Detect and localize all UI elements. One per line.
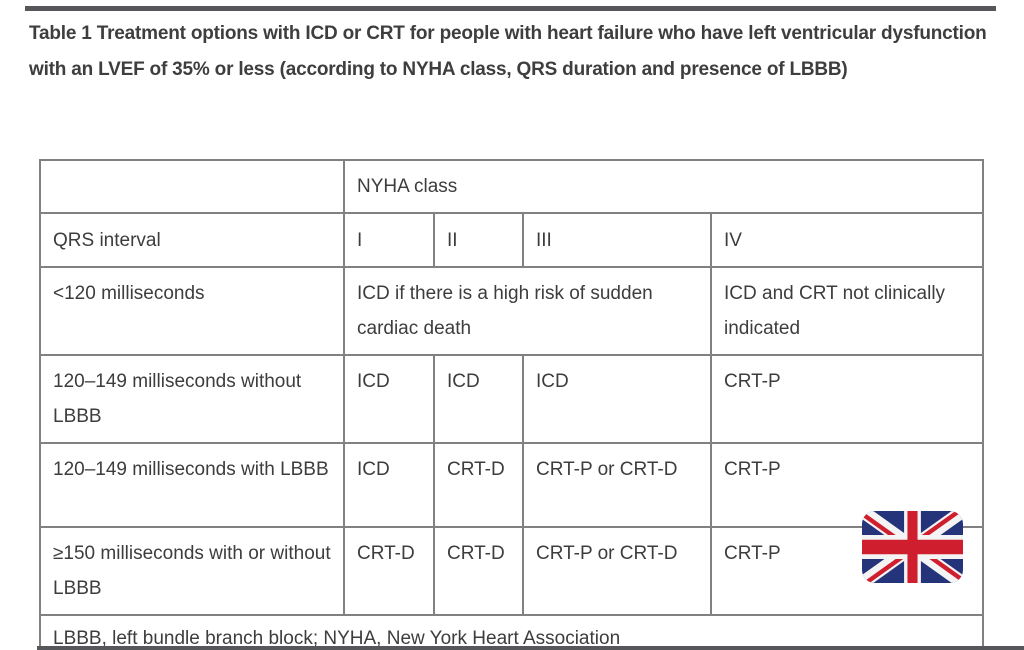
table-row-class-header: QRS interval I II III IV <box>39 212 984 268</box>
table-row-lt120: <120 milliseconds ICD if there is a high… <box>39 266 984 356</box>
cell-120-149-no-lbbb-iv: CRT-P <box>710 354 984 444</box>
top-rule-bar <box>25 6 996 11</box>
nyha-class-ii-header: II <box>433 212 524 268</box>
cell-120-149-no-lbbb-i: ICD <box>343 354 435 444</box>
qrs-interval-header: QRS interval <box>39 212 345 268</box>
table-row-ge150: ≥150 milliseconds with or without LBBB C… <box>39 526 984 616</box>
cell-120-149-no-lbbb-ii: ICD <box>433 354 524 444</box>
nyha-class-iii-header: III <box>522 212 712 268</box>
row-label-120-149-lbbb: 120–149 milliseconds with LBBB <box>39 442 345 528</box>
row-label-lt120: <120 milliseconds <box>39 266 345 356</box>
cell-120-149-lbbb-i: ICD <box>343 442 435 528</box>
table-row-nyha-header: NYHA class <box>39 159 984 214</box>
table-row-120-149-lbbb: 120–149 milliseconds with LBBB ICD CRT-D… <box>39 442 984 528</box>
row-label-ge150: ≥150 milliseconds with or without LBBB <box>39 526 345 616</box>
table-row-120-149-no-lbbb: 120–149 milliseconds without LBBB ICD IC… <box>39 354 984 444</box>
table-row-footnote: LBBB, left bundle branch block; NYHA, Ne… <box>39 614 984 650</box>
table-title: Table 1 Treatment options with ICD or CR… <box>29 23 987 80</box>
treatment-options-table: NYHA class QRS interval I II III IV <120… <box>39 159 984 650</box>
abbreviations-footnote: LBBB, left bundle branch block; NYHA, Ne… <box>39 614 984 650</box>
empty-corner-cell <box>39 159 345 214</box>
cell-120-149-lbbb-ii: CRT-D <box>433 442 524 528</box>
cell-120-149-lbbb-iii: CRT-P or CRT-D <box>522 442 712 528</box>
nyha-class-i-header: I <box>343 212 435 268</box>
cell-lt120-classes-i-iii: ICD if there is a high risk of sudden ca… <box>343 266 712 356</box>
cell-ge150-ii: CRT-D <box>433 526 524 616</box>
nyha-class-iv-header: IV <box>710 212 984 268</box>
row-label-120-149-no-lbbb: 120–149 milliseconds without LBBB <box>39 354 345 444</box>
cell-ge150-i: CRT-D <box>343 526 435 616</box>
cell-120-149-no-lbbb-iii: ICD <box>522 354 712 444</box>
cell-lt120-class-iv: ICD and CRT not clinically indicated <box>710 266 984 356</box>
nyha-class-group-header: NYHA class <box>343 159 984 214</box>
bottom-rule-bar <box>37 646 1024 650</box>
cell-ge150-iii: CRT-P or CRT-D <box>522 526 712 616</box>
uk-flag-icon <box>862 511 963 583</box>
